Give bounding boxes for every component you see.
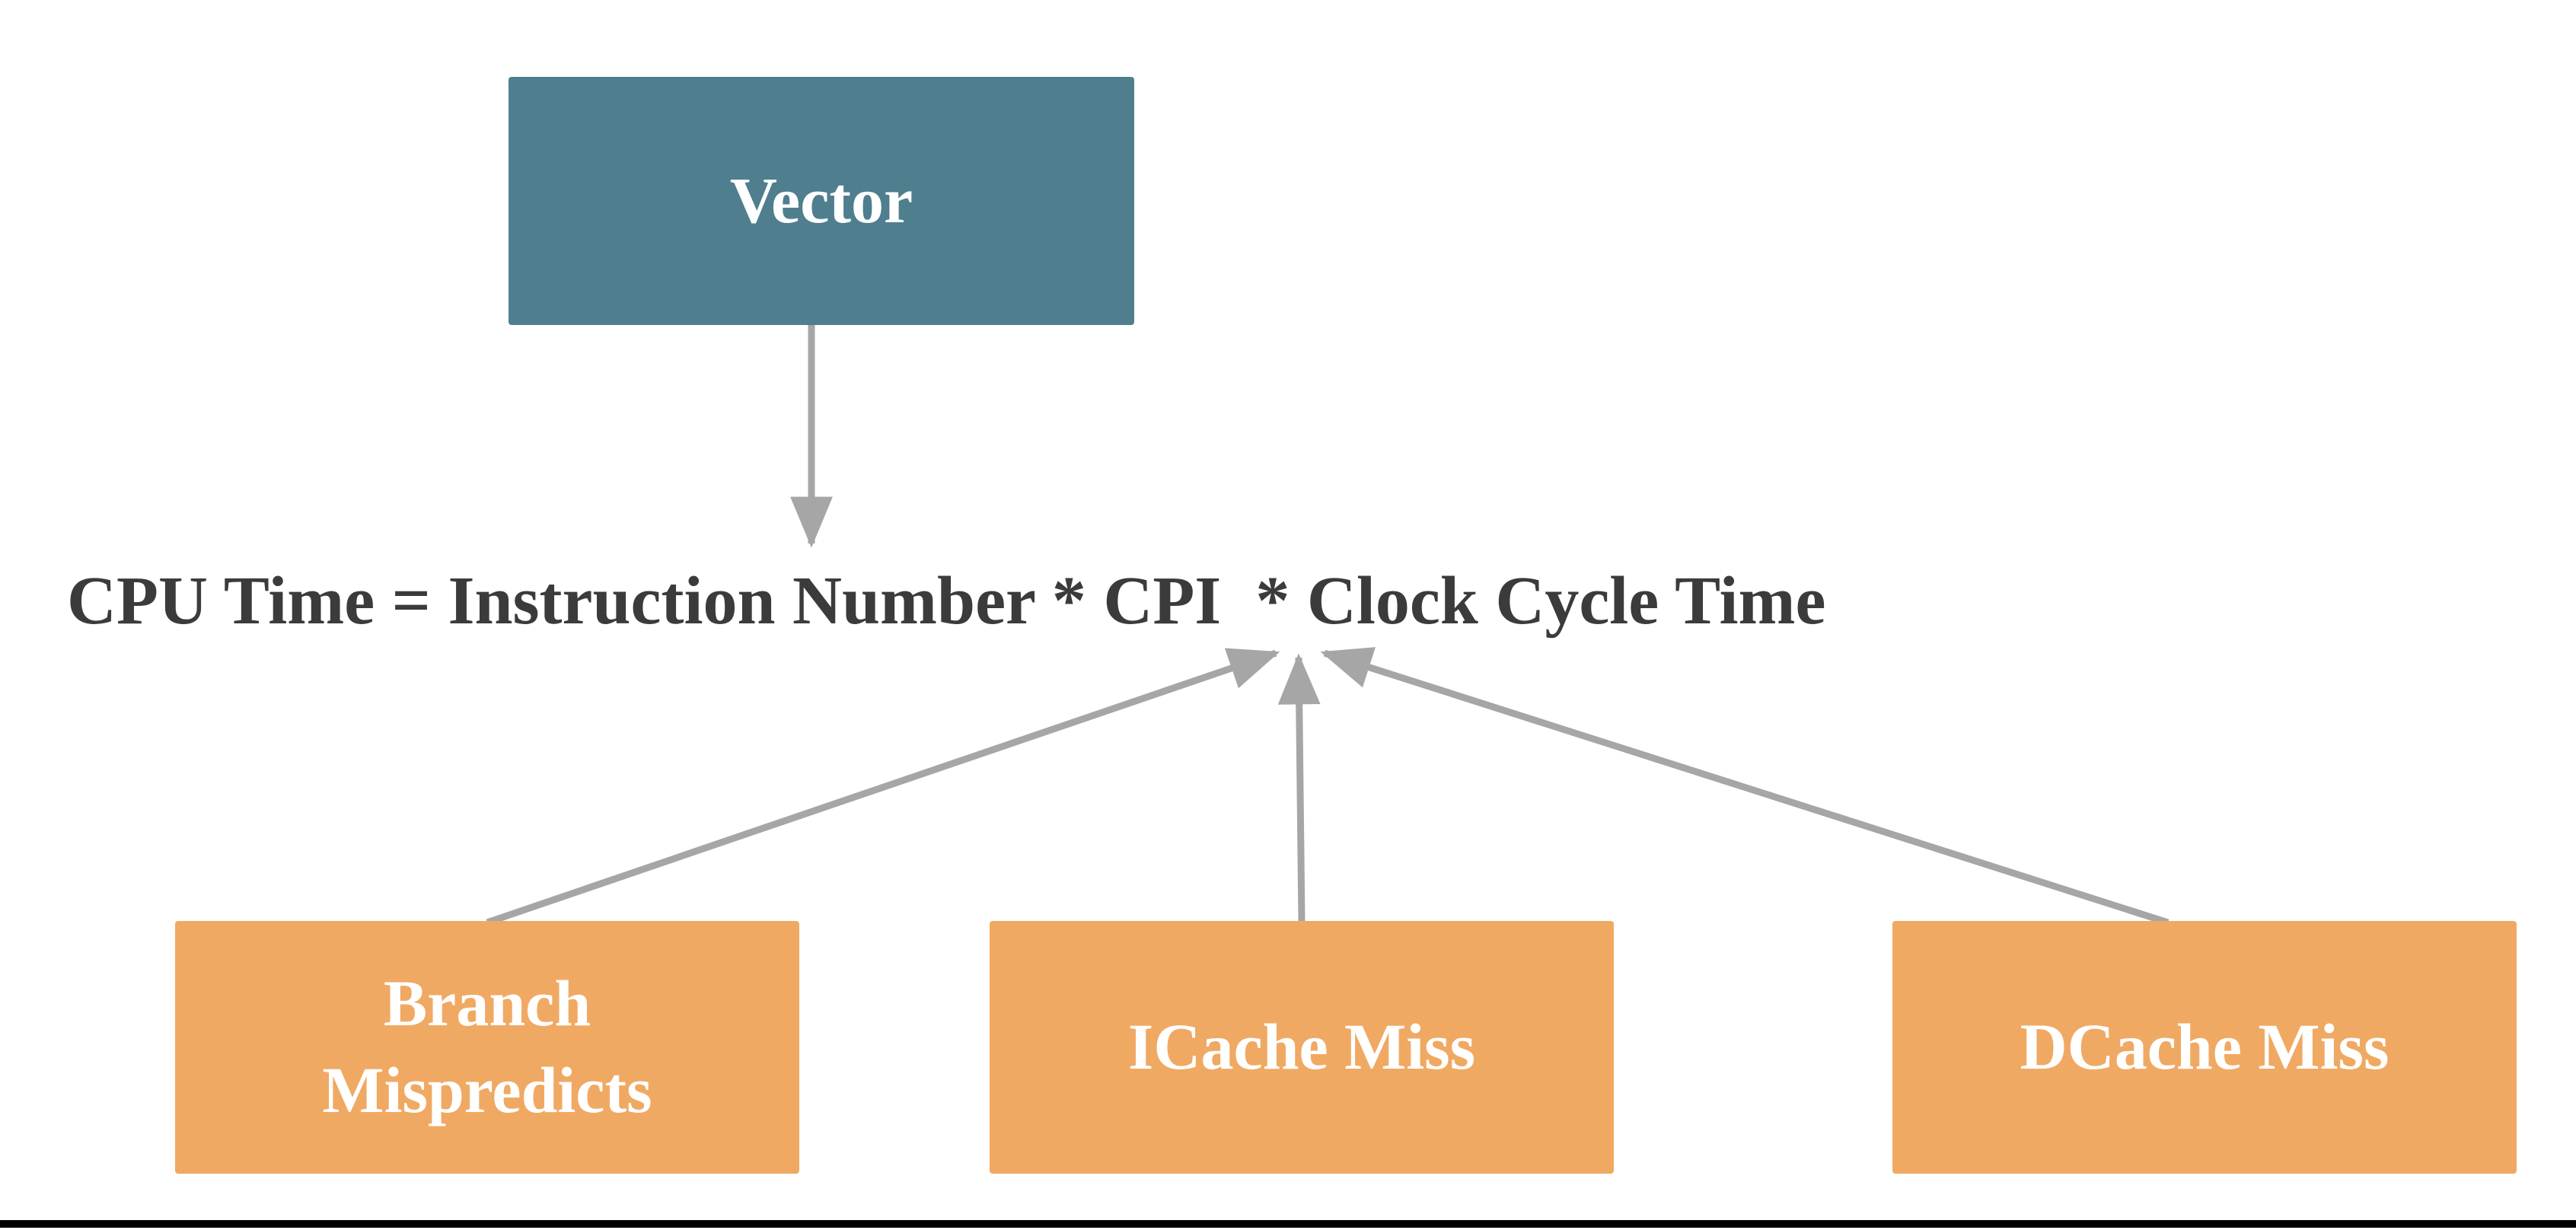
node-vector-label: Vector — [729, 164, 913, 237]
arrow-branch-to-cpi — [486, 648, 1280, 926]
node-vector: Vector — [509, 77, 1134, 325]
node-branch-mispredicts-label: Branch Mispredicts — [322, 967, 652, 1126]
node-dcache-miss: DCache Miss — [1892, 921, 2517, 1174]
node-branch-mispredicts: Branch Mispredicts — [175, 921, 799, 1174]
node-icache-miss: ICache Miss — [990, 921, 1614, 1174]
node-icache-miss-label: ICache Miss — [1127, 1010, 1476, 1084]
formula-text: CPU Time = Instruction Number * CPI * Cl… — [67, 563, 1826, 639]
bottom-border-bar — [0, 1220, 2576, 1228]
arrow-icache-to-cpi — [1277, 653, 1321, 923]
arrow-dcache-to-cpi — [1320, 647, 2170, 926]
node-dcache-miss-label: DCache Miss — [2020, 1010, 2389, 1084]
